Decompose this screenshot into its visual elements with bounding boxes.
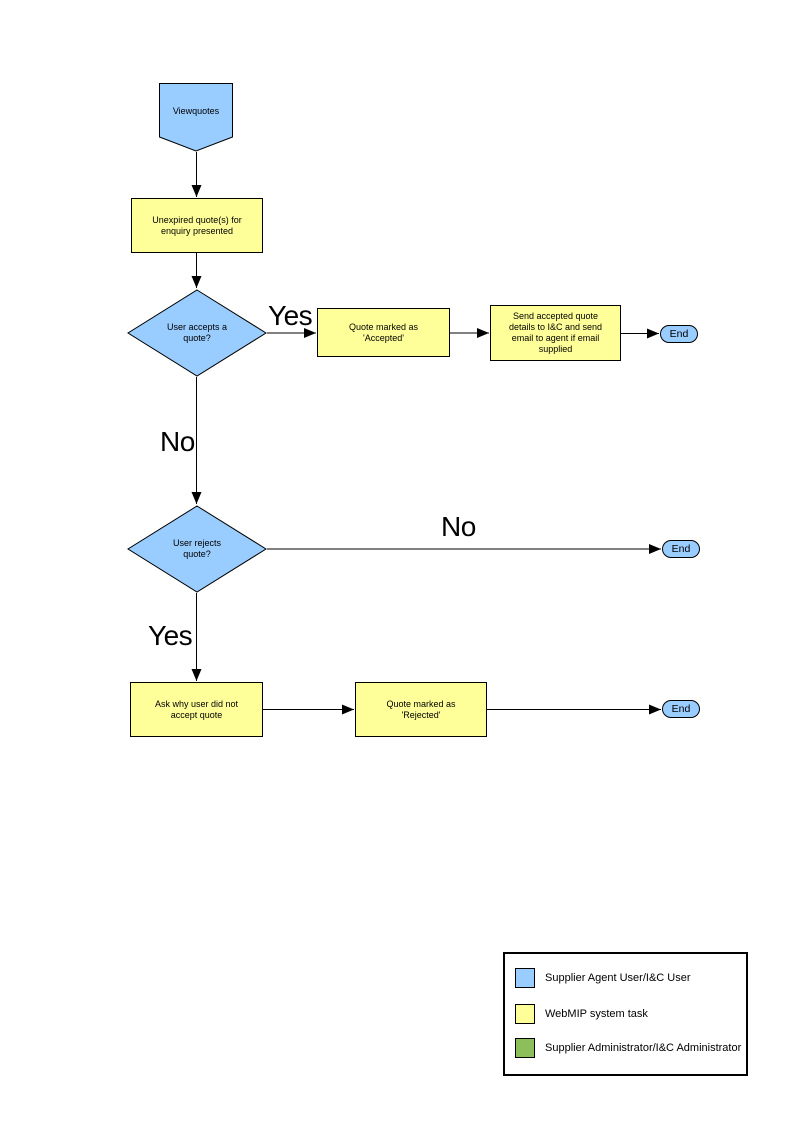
process-mark-rejected-label: Quote marked as 'Rejected' (386, 698, 456, 720)
decision-user-accepts-label: User accepts a quote? (166, 322, 228, 343)
diamond-shape (127, 289, 267, 377)
legend-label-system: WebMIP system task (545, 1008, 648, 1020)
start-node-viewquotes: Viewquotes (159, 83, 233, 152)
legend-item-system: WebMIP system task (515, 1004, 648, 1024)
edge-label-reject-no: No (441, 511, 476, 542)
legend-label-user: Supplier Agent User/I&C User (545, 972, 691, 984)
legend-box: Supplier Agent User/I&C User WebMIP syst… (503, 952, 748, 1076)
process-present-quotes: Unexpired quote(s) for enquiry presented (131, 198, 263, 253)
end-node-no-reject: End (662, 540, 700, 558)
decision-user-accepts: User accepts a quote? (127, 289, 267, 377)
legend-swatch-system-icon (515, 1004, 535, 1024)
decision-user-rejects-label: User rejects quote? (172, 538, 221, 559)
legend-item-user: Supplier Agent User/I&C User (515, 968, 691, 988)
process-send-details: Send accepted quote details to I&C and s… (490, 305, 621, 361)
decision-user-rejects: User rejects quote? (127, 505, 267, 593)
diamond-shape (127, 505, 267, 593)
start-node-label: Viewquotes (172, 105, 220, 116)
process-ask-why: Ask why user did not accept quote (130, 682, 263, 737)
process-mark-accepted: Quote marked as 'Accepted' (317, 308, 450, 357)
legend-item-admin: Supplier Administrator/I&C Administrator (515, 1038, 741, 1058)
process-mark-rejected: Quote marked as 'Rejected' (355, 682, 487, 737)
legend-swatch-user-icon (515, 968, 535, 988)
edge-label-accept-yes: Yes (268, 300, 313, 331)
end-node-accept: End (660, 325, 698, 343)
process-present-quotes-label: Unexpired quote(s) for enquiry presented (152, 214, 242, 236)
legend-swatch-admin-icon (515, 1038, 535, 1058)
edge-label-accept-no: No (160, 426, 195, 457)
legend-label-admin: Supplier Administrator/I&C Administrator (545, 1042, 742, 1054)
end-node-reject: End (662, 700, 700, 718)
process-ask-why-label: Ask why user did not accept quote (154, 698, 239, 720)
process-send-details-label: Send accepted quote details to I&C and s… (508, 311, 603, 354)
process-mark-accepted-label: Quote marked as 'Accepted' (348, 321, 419, 343)
pentagon-shape (159, 83, 233, 152)
edge-label-reject-yes: Yes (148, 620, 193, 651)
